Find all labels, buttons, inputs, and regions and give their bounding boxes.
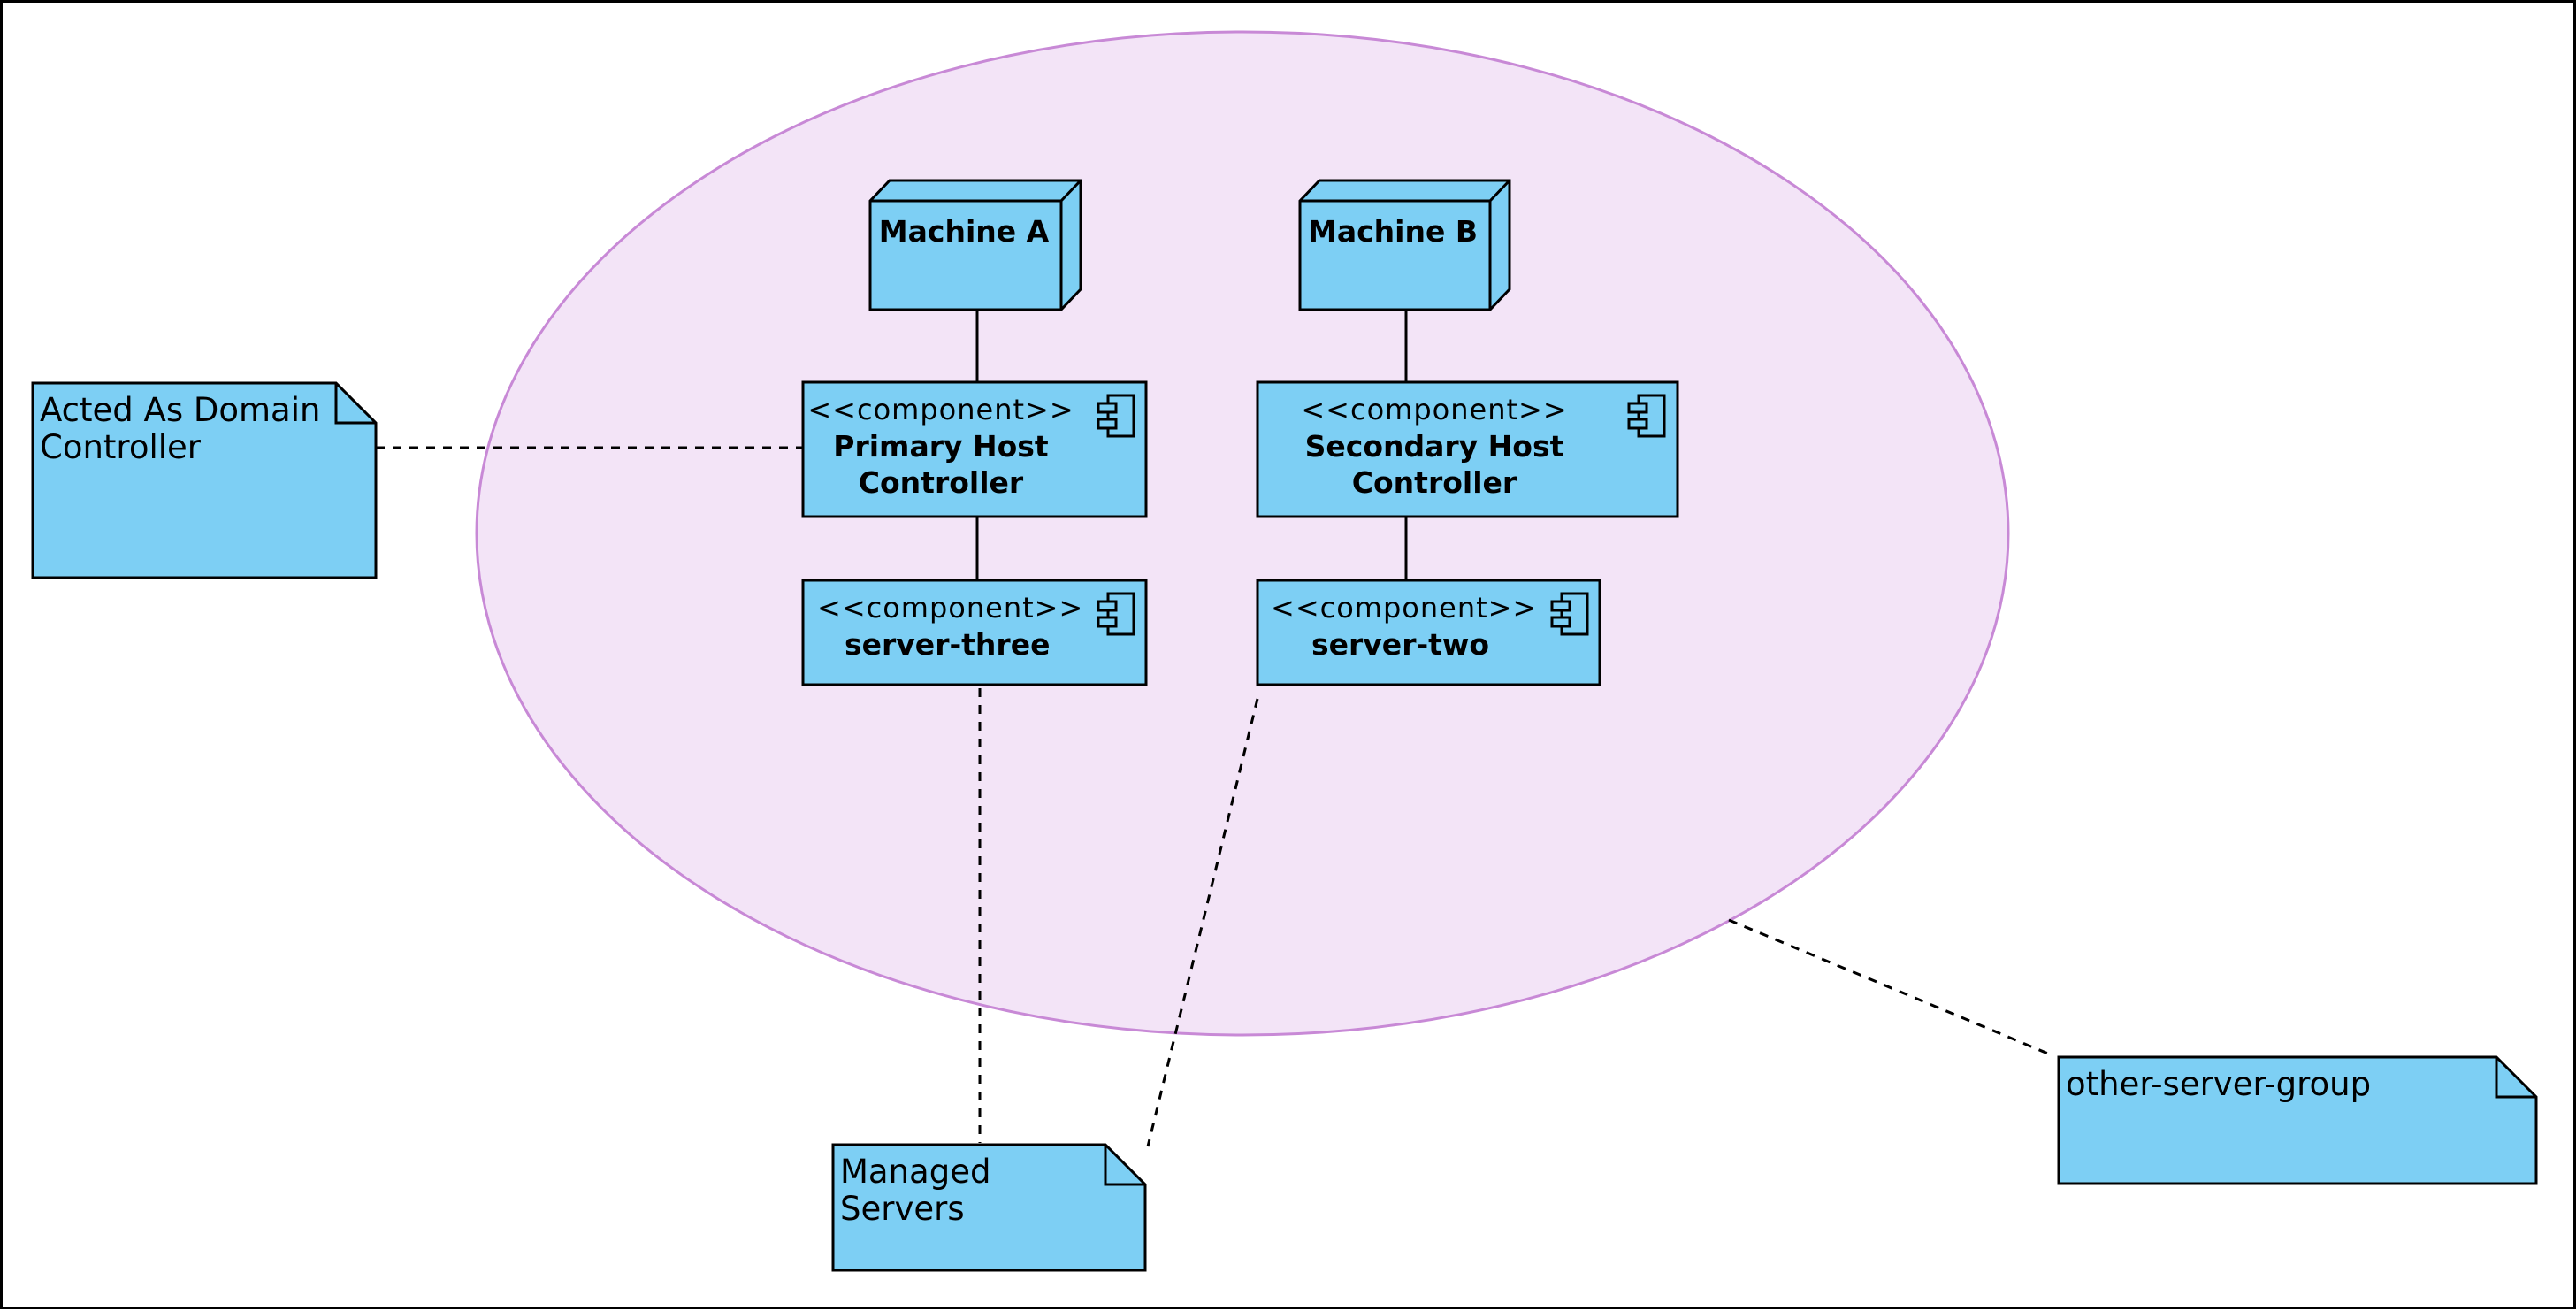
managed-servers-note-line1: Managed — [840, 1153, 990, 1191]
domain-controller-note-line2: Controller — [40, 428, 202, 466]
machine-a-node[interactable]: Machine A — [868, 179, 1082, 311]
component-icon — [1627, 394, 1666, 438]
group-note-link — [1728, 918, 2055, 1058]
secondary-host-controller-component[interactable]: <<component>> Secondary Host Controller — [1256, 380, 1679, 518]
domain-controller-note[interactable]: Acted As Domain Controller — [31, 381, 378, 579]
server-group-ellipse — [475, 30, 2010, 1037]
component-stereotype: <<component>> — [1301, 393, 1567, 426]
server-three-label: server-three — [845, 627, 1050, 662]
machine-a-label: Machine A — [879, 214, 1050, 249]
component-icon — [1097, 394, 1135, 438]
machine-b-node[interactable]: Machine B — [1298, 179, 1511, 311]
server-three-component[interactable]: <<component>> server-three — [801, 579, 1148, 686]
other-server-group-note[interactable]: other-server-group — [2057, 1055, 2538, 1185]
primary-host-label-line1: Primary Host — [833, 429, 1049, 464]
connectors — [376, 310, 2055, 1147]
primary-host-controller-component[interactable]: <<component>> Primary Host Controller — [801, 380, 1148, 518]
server-two-label: server-two — [1311, 627, 1489, 662]
component-stereotype: <<component>> — [817, 591, 1083, 625]
managed-servers-note[interactable]: Managed Servers — [831, 1143, 1147, 1272]
other-server-group-note-label: other-server-group — [2066, 1065, 2371, 1103]
component-icon — [1550, 592, 1589, 636]
managed-servers-note-line2: Servers — [840, 1190, 965, 1228]
secondary-host-label-line1: Secondary Host — [1305, 429, 1564, 464]
secondary-host-label-line2: Controller — [1352, 465, 1517, 500]
domain-controller-note-line1: Acted As Domain — [40, 391, 320, 429]
primary-host-label-line2: Controller — [859, 465, 1024, 500]
server-two-component[interactable]: <<component>> server-two — [1256, 579, 1601, 686]
component-icon — [1097, 592, 1135, 636]
machine-b-label: Machine B — [1308, 214, 1478, 249]
component-stereotype: <<component>> — [807, 393, 1074, 426]
component-stereotype: <<component>> — [1271, 591, 1537, 625]
